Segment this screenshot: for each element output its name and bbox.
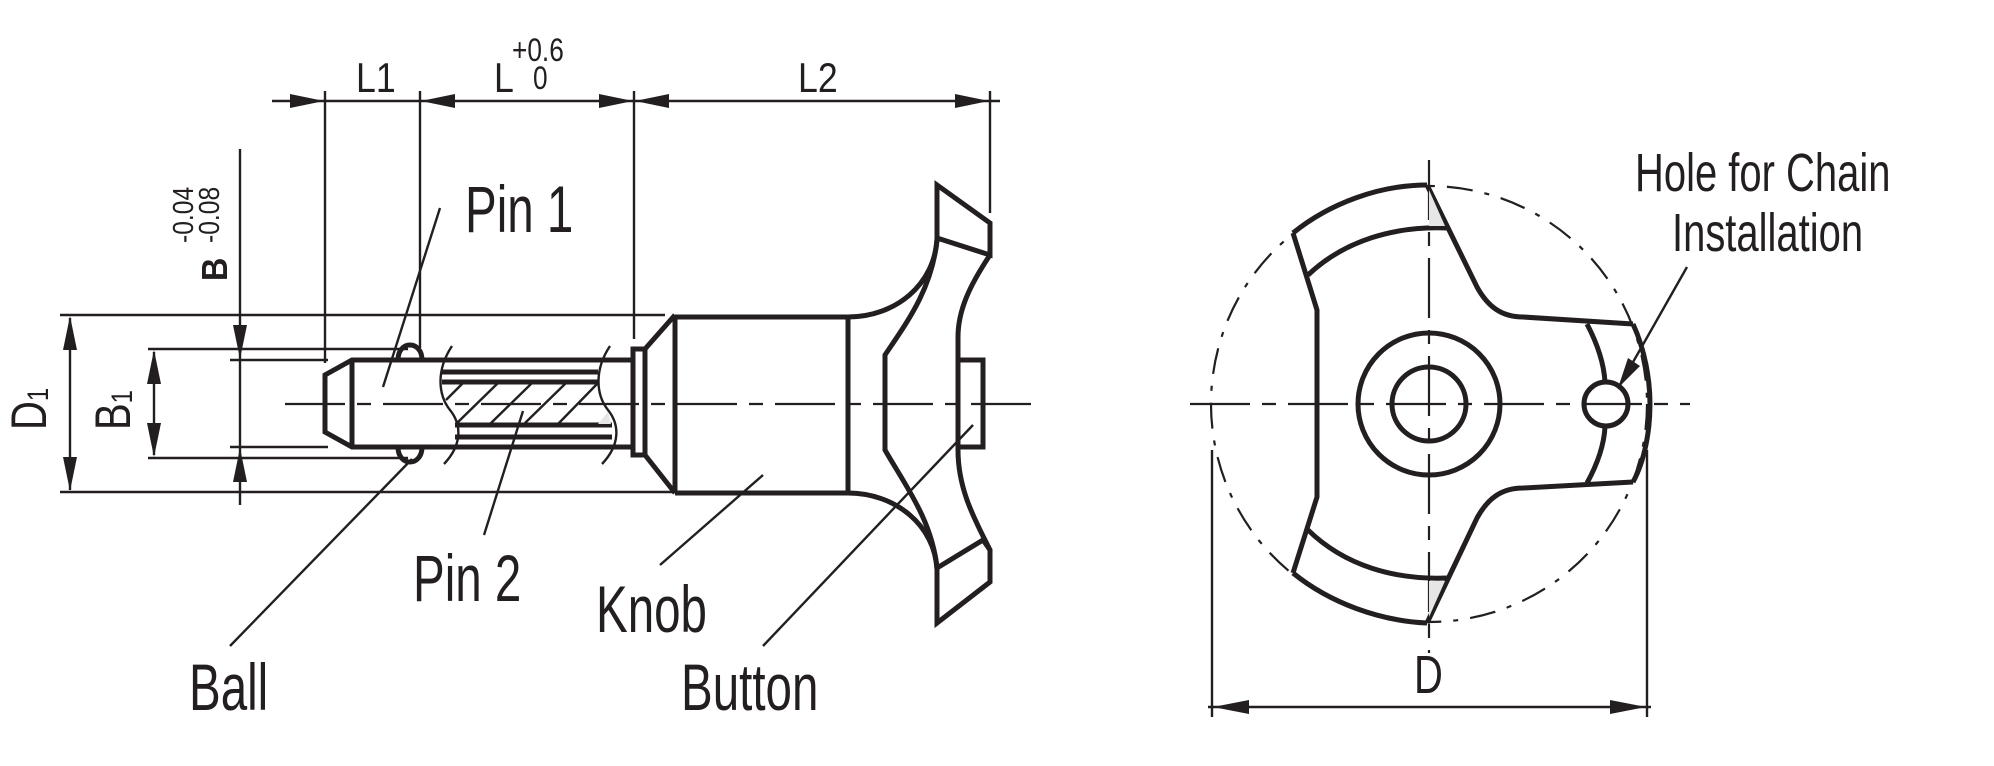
dimension-chain-top: [272, 91, 1000, 363]
side-view: [60, 91, 1035, 647]
handle-outline: [1290, 182, 1653, 626]
dimension-b: [230, 149, 328, 505]
dimension-d1: [60, 313, 675, 494]
pin-2-section: [439, 345, 633, 465]
dimension-b1: [147, 347, 408, 460]
callout-knob: Knob: [596, 572, 707, 646]
callout-hole-line1: Hole for Chain: [1635, 143, 1891, 203]
knob: [672, 180, 993, 629]
collar: [630, 313, 677, 495]
dimension-d: [1208, 450, 1651, 717]
button: [955, 357, 986, 450]
dim-label-l: L: [494, 54, 514, 101]
dim-tol-l-upper: +0.6: [512, 32, 564, 68]
callout-hole-line2: Installation: [1672, 203, 1864, 263]
dim-label-b1-main: B: [85, 403, 141, 430]
dim-label-l1: L1: [356, 54, 396, 101]
dim-label-b: B: [194, 257, 235, 281]
dim-label-b1-sub: 1: [106, 389, 139, 404]
callout-pin-1: Pin 1: [465, 172, 574, 246]
dim-label-d1-main: D: [1, 401, 57, 430]
dim-tol-b-lower: -0.08: [194, 186, 226, 243]
outer-ring: [1355, 330, 1503, 478]
callout-pin-2: Pin 2: [413, 541, 522, 615]
chain-hole-arrow: [1618, 358, 1640, 388]
front-view: [1190, 160, 1690, 717]
leaders-side: [229, 207, 974, 647]
dim-label-l2: L2: [798, 54, 838, 101]
dim-label-b1: B1: [85, 389, 141, 430]
callout-ball: Ball: [189, 650, 269, 724]
dim-label-d: D: [1414, 645, 1443, 705]
dim-tol-l-lower: 0: [533, 60, 548, 96]
hatching: [445, 382, 611, 425]
callout-button: Button: [681, 650, 819, 724]
dim-label-d1-sub: 1: [22, 387, 55, 402]
inner-ring: [1389, 364, 1469, 444]
chain-hole: [1581, 379, 1631, 429]
dim-label-d1: D1: [1, 387, 57, 430]
pin-1: [322, 357, 449, 450]
